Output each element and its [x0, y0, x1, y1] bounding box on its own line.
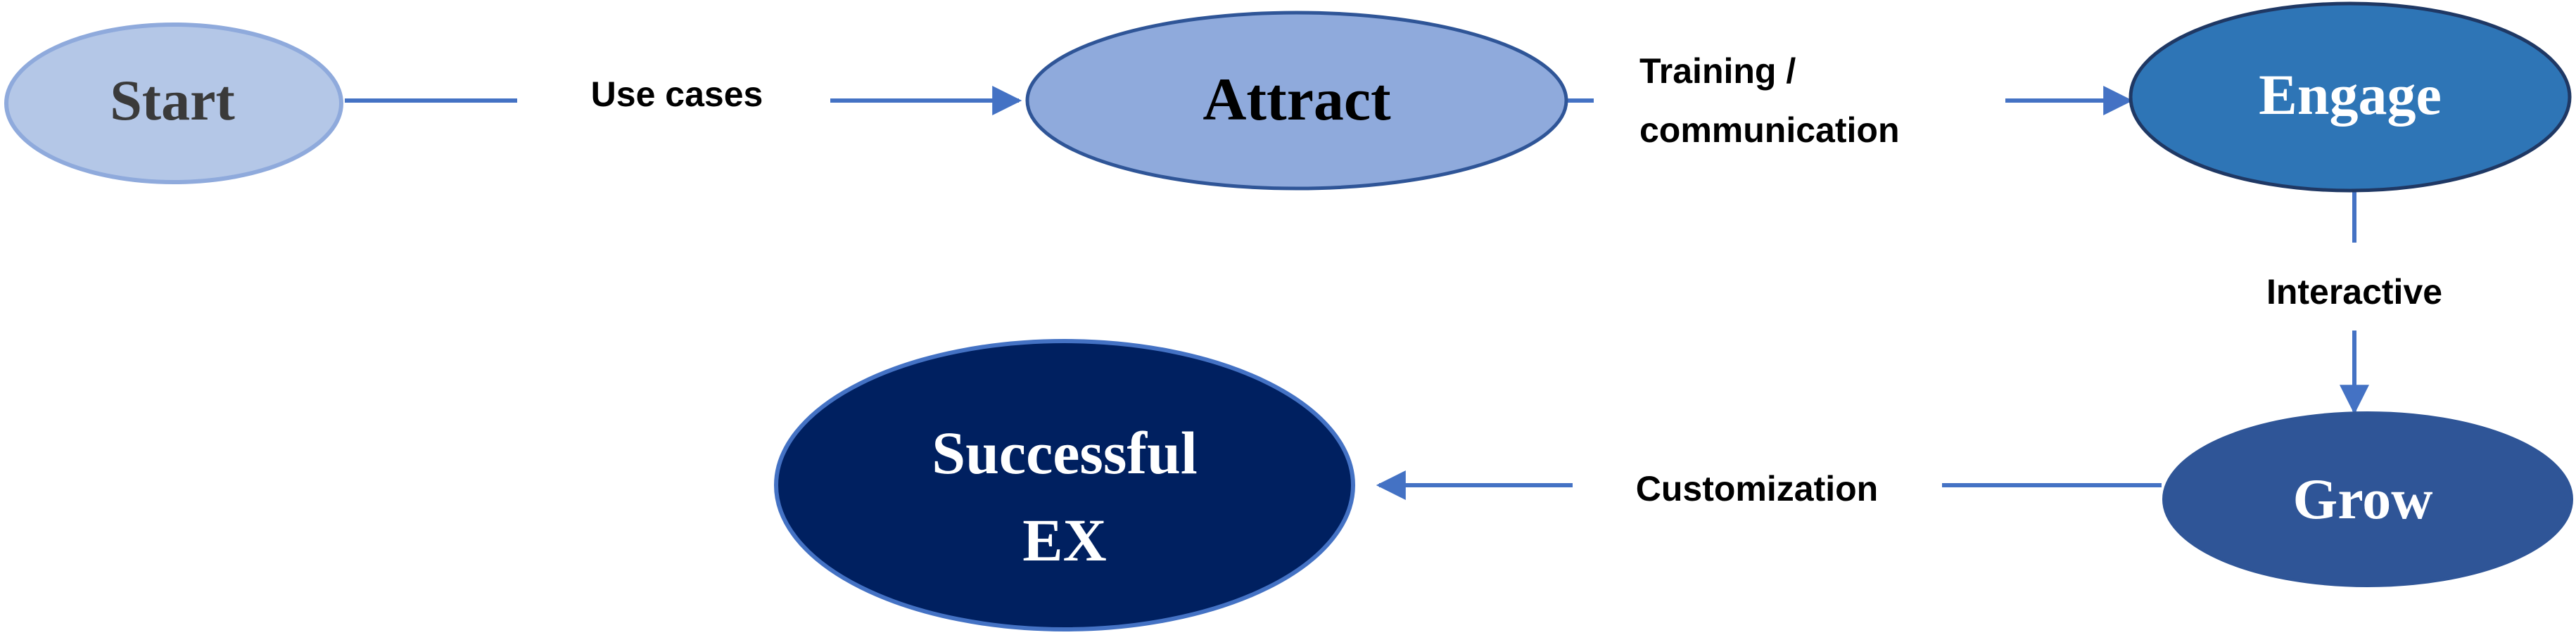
node-grow: Grow: [2162, 411, 2573, 587]
node-grow-shape: [2162, 411, 2573, 587]
node-attract: Attract: [1025, 11, 1568, 191]
edge-label-customization: Customization: [1636, 469, 1878, 508]
node-start: Start: [4, 23, 343, 184]
node-engage-shape: [2128, 1, 2572, 193]
node-engage: Engage: [2128, 1, 2572, 193]
node-successful-ex-label-line1: Successful: [932, 419, 1197, 487]
node-successful-ex-shape: [774, 339, 1355, 631]
node-start-shape: [4, 23, 343, 184]
node-successful-ex: Successful EX: [774, 339, 1355, 631]
node-attract-shape: [1025, 11, 1568, 191]
edge-label-use-cases: Use cases: [591, 75, 763, 114]
edge-label-training: Training /: [1639, 51, 1796, 91]
node-grow-label: Grow: [2293, 467, 2433, 531]
edge-label-communication: communication: [1639, 110, 1899, 150]
node-successful-ex-label-line2: EX: [1022, 506, 1106, 574]
node-attract-label: Attract: [1203, 65, 1391, 133]
node-start-label: Start: [110, 68, 235, 132]
edge-label-interactive: Interactive: [2266, 272, 2442, 312]
node-engage-label: Engage: [2259, 63, 2442, 127]
